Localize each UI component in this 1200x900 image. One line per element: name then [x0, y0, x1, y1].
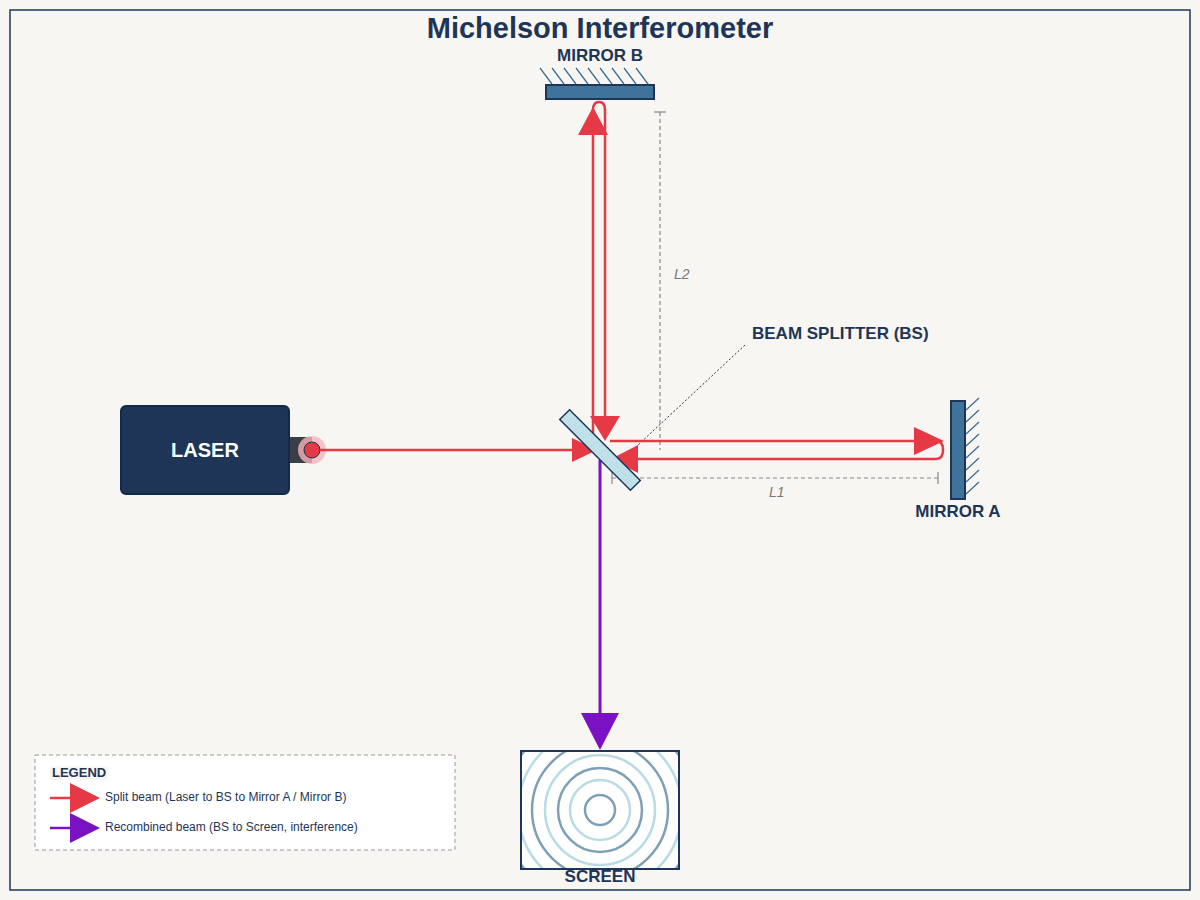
node-label: MIRROR A — [915, 503, 1000, 520]
diagram-title: Michelson Interferometer — [0, 12, 1200, 45]
legend-box — [35, 755, 455, 850]
beam-splitter — [560, 410, 641, 491]
node-label: SCREEN — [565, 868, 636, 885]
dimension-line — [612, 112, 938, 484]
legend-text: Split beam (Laser to BS to Mirror A / Mi… — [105, 791, 346, 805]
node-label: MIRROR B — [557, 47, 643, 64]
dimension-label: L2 — [672, 267, 692, 282]
interference-rings — [520, 750, 680, 870]
dimension-label: L1 — [767, 485, 787, 500]
legend-text: Recombined beam (BS to Screen, interfere… — [105, 821, 358, 835]
leader-line — [622, 345, 745, 460]
mirror-hatching — [540, 68, 979, 494]
screen-ground — [520, 750, 680, 870]
screen: SCREEN — [520, 750, 680, 870]
legend-title: LEGEND — [50, 766, 108, 780]
callout-label: BEAM SPLITTER (BS) — [750, 325, 931, 344]
mirror: MIRROR A — [950, 400, 966, 500]
mirror: MIRROR B — [545, 84, 655, 100]
beam-paths — [320, 102, 944, 750]
legend-sample — [50, 783, 100, 843]
node-label: LASER — [171, 440, 239, 460]
frame — [10, 10, 1190, 890]
laser-dot — [304, 442, 320, 458]
laser-box: LASER — [120, 405, 290, 495]
